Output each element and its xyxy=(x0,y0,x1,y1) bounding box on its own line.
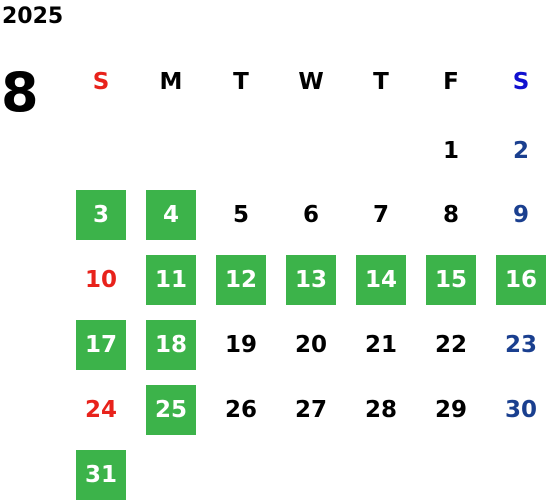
weekday-header-tuesday: T xyxy=(233,69,249,95)
calendar-day-6[interactable]: 6 xyxy=(302,202,319,228)
calendar-day-4[interactable]: 4 xyxy=(146,190,196,240)
calendar-day-20[interactable]: 20 xyxy=(294,332,327,358)
calendar-day-23[interactable]: 23 xyxy=(504,332,537,358)
calendar-day-14[interactable]: 14 xyxy=(356,255,406,305)
calendar-day-31[interactable]: 31 xyxy=(76,450,126,500)
calendar-day-17[interactable]: 17 xyxy=(76,320,126,370)
weekday-header-wednesday: W xyxy=(298,69,324,95)
calendar-day-30[interactable]: 30 xyxy=(504,397,537,423)
calendar-day-26[interactable]: 26 xyxy=(224,397,257,423)
calendar-year: 2025 xyxy=(2,4,64,29)
calendar-day-29[interactable]: 29 xyxy=(434,397,467,423)
calendar-day-25[interactable]: 25 xyxy=(146,385,196,435)
calendar-day-5[interactable]: 5 xyxy=(232,202,249,228)
weekday-header-thursday: T xyxy=(373,69,389,95)
calendar-day-2[interactable]: 2 xyxy=(512,138,529,164)
calendar-day-12[interactable]: 12 xyxy=(216,255,266,305)
calendar-day-18[interactable]: 18 xyxy=(146,320,196,370)
calendar-day-10[interactable]: 10 xyxy=(84,267,117,293)
calendar-day-8[interactable]: 8 xyxy=(442,202,459,228)
calendar-day-11[interactable]: 11 xyxy=(146,255,196,305)
calendar-day-16[interactable]: 16 xyxy=(496,255,546,305)
calendar-day-3[interactable]: 3 xyxy=(76,190,126,240)
calendar-day-27[interactable]: 27 xyxy=(294,397,327,423)
weekday-header-saturday: S xyxy=(512,69,530,95)
calendar-day-9[interactable]: 9 xyxy=(512,202,529,228)
calendar-day-1[interactable]: 1 xyxy=(442,138,459,164)
weekday-header-sunday: S xyxy=(92,69,110,95)
calendar-day-13[interactable]: 13 xyxy=(286,255,336,305)
calendar-month: 8 xyxy=(1,61,39,124)
weekday-header-friday: F xyxy=(443,69,459,95)
calendar-day-28[interactable]: 28 xyxy=(364,397,397,423)
calendar-day-15[interactable]: 15 xyxy=(426,255,476,305)
weekday-header-monday: M xyxy=(159,69,183,95)
calendar-day-7[interactable]: 7 xyxy=(372,202,389,228)
calendar-day-22[interactable]: 22 xyxy=(434,332,467,358)
calendar-day-24[interactable]: 24 xyxy=(84,397,117,423)
calendar-day-19[interactable]: 19 xyxy=(224,332,257,358)
calendar-day-21[interactable]: 21 xyxy=(364,332,397,358)
